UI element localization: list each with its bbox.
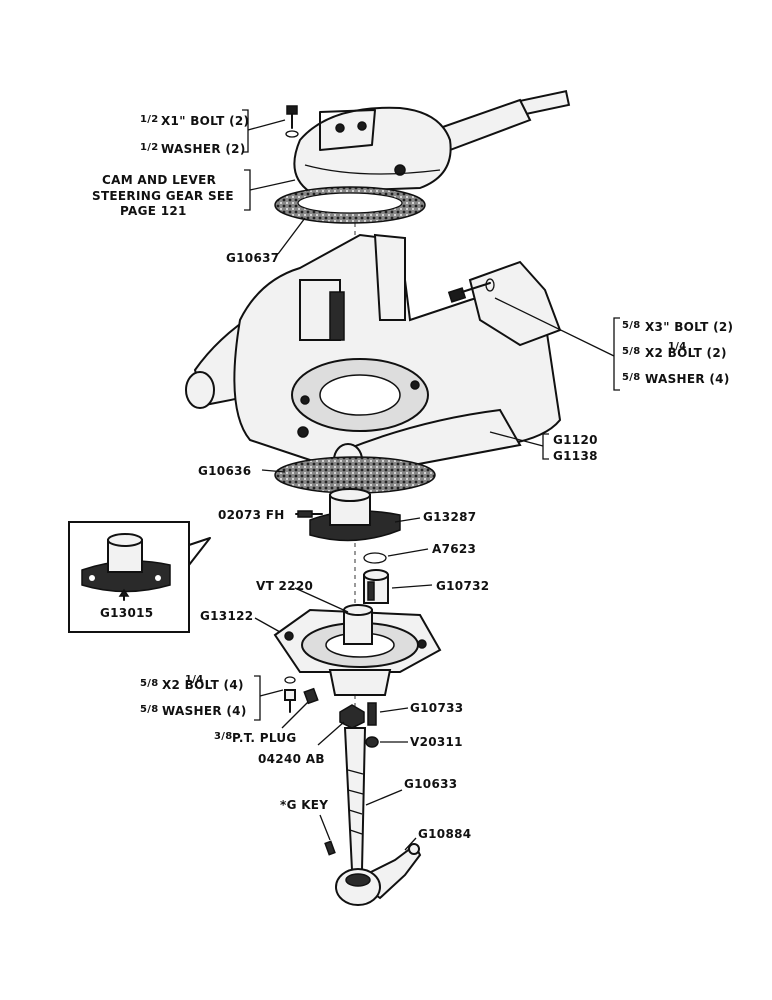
label-bolt-58x3: X3" BOLT (2) [645, 320, 733, 334]
label-washer-58-b: WASHER (4) [162, 704, 247, 718]
key-icon [324, 840, 336, 856]
label-washer-half: WASHER (2) [161, 142, 246, 156]
pin-g10733-icon [367, 702, 377, 726]
nut-04240ab-icon [339, 704, 365, 729]
label-g13015: G13015 [100, 606, 153, 620]
label-cam-lever-3: PAGE 121 [120, 204, 187, 218]
label-g13122: G13122 [200, 609, 253, 623]
label-frac: 1/4 [185, 674, 203, 685]
label-g10633: G10633 [404, 777, 457, 791]
label-frac: 3/8 [214, 731, 232, 742]
axle-housing-icon [185, 233, 562, 477]
bolt-icon [447, 278, 495, 303]
label-frac: 5/8 [622, 372, 640, 383]
label-g1138: G1138 [553, 449, 598, 463]
labels: 1/2 X1" BOLT (2) 1/2 WASHER (2) CAM AND … [92, 114, 733, 841]
label-g10733: G10733 [410, 701, 463, 715]
ring-a7623-icon [363, 552, 387, 564]
label-gkey: *G KEY [280, 798, 328, 812]
label-o2073fh: 02073 FH [218, 508, 285, 522]
label-g10884: G10884 [418, 827, 471, 841]
label-vt2220: VT 2220 [256, 579, 313, 593]
fitting-v20311-icon [365, 736, 379, 748]
label-frac: 1/4 [668, 341, 686, 352]
steering-arm-icon [335, 843, 422, 906]
label-bolt-58x2q-b: X2 BOLT (4) [162, 678, 244, 692]
bearing-flange-g13015-icon [81, 533, 171, 593]
bearing-cap-icon [273, 604, 442, 696]
label-g10636: G10636 [198, 464, 251, 478]
label-pt-plug: P.T. PLUG [232, 731, 297, 745]
label-bolt-half-x1: X1" BOLT (2) [161, 114, 249, 128]
king-pin-bushing-icon [295, 488, 401, 542]
label-a7623: A7623 [432, 542, 476, 556]
steering-gear-icon [293, 89, 571, 194]
spindle-icon [343, 727, 367, 871]
bushing-g10732-icon [363, 569, 389, 604]
bolt-icon [285, 105, 299, 138]
leader-lines [242, 109, 620, 851]
label-cam-lever-2: STEERING GEAR SEE [92, 189, 234, 203]
gasket-g10636-icon [274, 456, 436, 494]
label-g10732: G10732 [436, 579, 489, 593]
label-o4240ab: 04240 AB [258, 752, 325, 766]
pipe-plug-icon [303, 687, 319, 705]
label-bolt-58x2q: X2 BOLT (2) [645, 346, 727, 360]
label-frac: 5/8 [140, 678, 158, 689]
label-frac: 5/8 [140, 704, 158, 715]
label-frac: 1/2 [140, 114, 158, 125]
label-g1120: G1120 [553, 433, 598, 447]
bolt-icon [284, 676, 296, 713]
label-g13287: G13287 [423, 510, 476, 524]
label-washer-58: WASHER (4) [645, 372, 730, 386]
label-v20311: V20311 [410, 735, 463, 749]
label-frac: 1/2 [140, 142, 158, 153]
label-g10637: G10637 [226, 251, 279, 265]
label-cam-lever-1: CAM AND LEVER [102, 173, 216, 187]
label-frac: 5/8 [622, 346, 640, 357]
label-frac: 5/8 [622, 320, 640, 331]
